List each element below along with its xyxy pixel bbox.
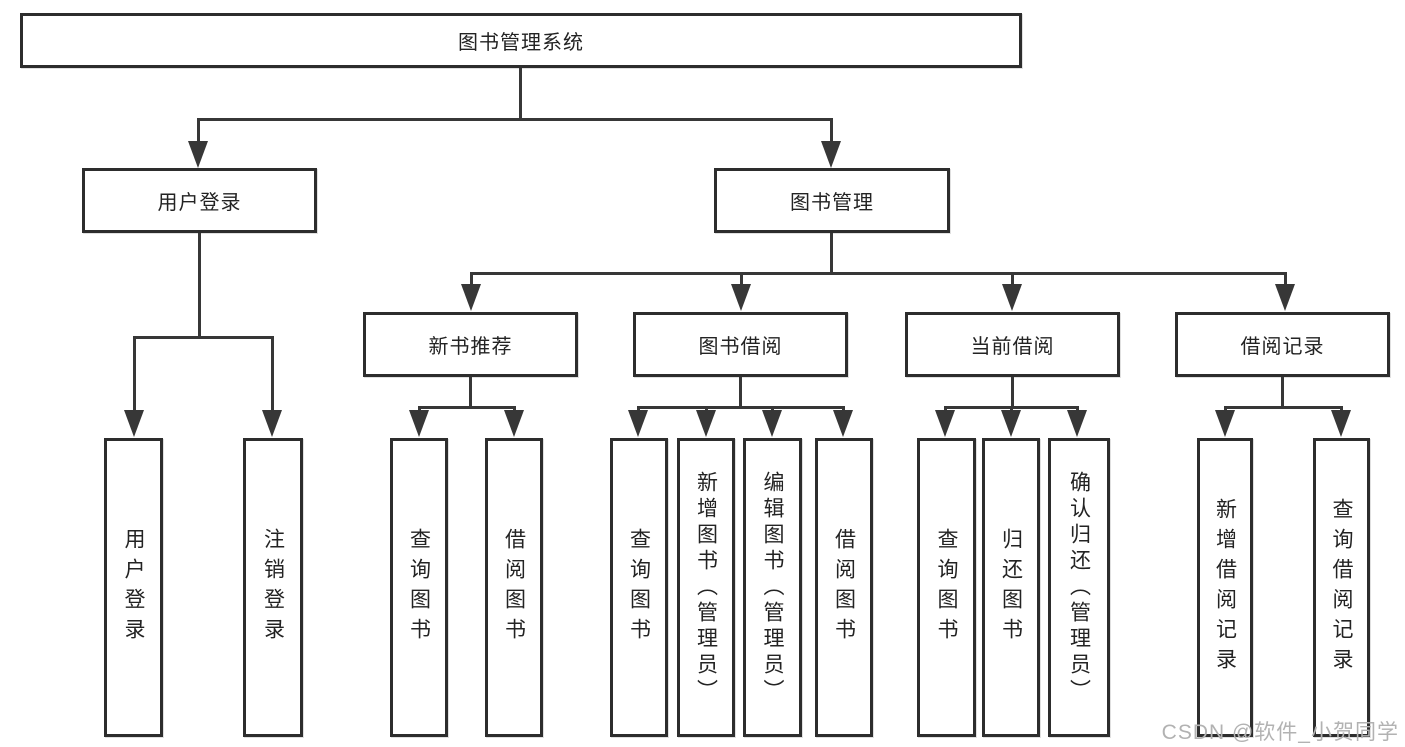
connector-line (1224, 406, 1343, 409)
arrowhead-down-icon (833, 410, 853, 437)
node-user-login-label: 用户登录 (157, 192, 242, 214)
arrowhead-down-icon (1215, 410, 1235, 437)
leaf-add-borrow-record-label: 新增借阅记录 (1213, 497, 1237, 678)
connector-line (637, 406, 845, 409)
connector-line (740, 272, 743, 288)
leaf-borrow-book: 借阅图书 (815, 438, 873, 737)
arrowhead-down-icon (262, 410, 282, 437)
arrowhead-down-icon (1002, 284, 1022, 311)
arrowhead-down-icon (1067, 410, 1087, 437)
arrowhead-down-icon (124, 410, 144, 437)
connector-line (133, 336, 136, 414)
leaf-query-book-borrow-label: 查询图书 (627, 527, 651, 648)
node-user-login: 用户登录 (82, 168, 317, 233)
arrowhead-down-icon (731, 284, 751, 311)
arrowhead-down-icon (628, 410, 648, 437)
leaf-logout: 注销登录 (243, 438, 303, 737)
node-book-mgmt-label: 图书管理 (790, 192, 874, 214)
leaf-edit-book: 编辑图书（管理员） (743, 438, 802, 737)
node-book-borrow-label: 图书借阅 (698, 336, 783, 358)
leaf-logout-label: 注销登录 (261, 527, 285, 648)
arrowhead-down-icon (409, 410, 429, 437)
leaf-query-book-rec: 查询图书 (390, 438, 448, 737)
leaf-confirm-return-label: 确认归还（管理员） (1067, 470, 1091, 705)
connector-line (1011, 377, 1014, 409)
connector-line (133, 336, 274, 339)
arrowhead-down-icon (1331, 410, 1351, 437)
arrowhead-down-icon (461, 284, 481, 311)
connector-line (1281, 377, 1284, 409)
arrowhead-down-icon (188, 141, 208, 168)
connector-line (739, 377, 742, 409)
leaf-edit-book-label: 编辑图书（管理员） (761, 470, 784, 705)
leaf-borrow-book-rec: 借阅图书 (485, 438, 543, 737)
leaf-query-book-current-label: 查询图书 (935, 527, 958, 648)
arrowhead-down-icon (1275, 284, 1295, 311)
connector-line (418, 406, 516, 409)
connector-line (198, 233, 201, 339)
arrowhead-down-icon (762, 410, 782, 437)
leaf-query-borrow-record: 查询借阅记录 (1313, 438, 1370, 737)
leaf-query-book-current: 查询图书 (917, 438, 976, 737)
leaf-confirm-return: 确认归还（管理员） (1048, 438, 1110, 737)
node-borrow-records-label: 借阅记录 (1240, 336, 1325, 358)
connector-line (271, 336, 274, 414)
leaf-add-book-label: 新增图书（管理员） (694, 470, 718, 705)
connector-line (830, 233, 833, 275)
connector-line (197, 118, 200, 146)
leaf-return-book-label: 归还图书 (999, 527, 1023, 648)
node-root: 图书管理系统 (20, 13, 1022, 68)
leaf-query-book-borrow: 查询图书 (610, 438, 668, 737)
arrowhead-down-icon (821, 141, 841, 168)
connector-line (469, 377, 472, 409)
leaf-user-login-label: 用户登录 (122, 527, 145, 648)
node-new-book-rec-label: 新书推荐 (428, 336, 513, 358)
arrowhead-down-icon (504, 410, 524, 437)
leaf-add-borrow-record: 新增借阅记录 (1197, 438, 1253, 737)
node-current-borrow-label: 当前借阅 (970, 336, 1055, 358)
leaf-query-book-rec-label: 查询图书 (407, 527, 431, 648)
connector-line (1284, 272, 1287, 288)
node-book-mgmt: 图书管理 (714, 168, 950, 233)
connector-line (197, 118, 833, 121)
leaf-borrow-book-label: 借阅图书 (832, 527, 856, 648)
connector-line (519, 68, 522, 121)
leaf-return-book: 归还图书 (982, 438, 1040, 737)
arrowhead-down-icon (1001, 410, 1021, 437)
node-book-borrow: 图书借阅 (633, 312, 848, 377)
arrowhead-down-icon (935, 410, 955, 437)
connector-line (1011, 272, 1014, 288)
connector-line (470, 272, 473, 288)
leaf-query-borrow-record-label: 查询借阅记录 (1330, 497, 1353, 678)
connector-line (830, 118, 833, 146)
arrowhead-down-icon (696, 410, 716, 437)
leaf-borrow-book-rec-label: 借阅图书 (502, 527, 526, 648)
node-borrow-records: 借阅记录 (1175, 312, 1390, 377)
csdn-watermark: CSDN @软件_小贺同学 (1161, 721, 1399, 744)
node-new-book-rec: 新书推荐 (363, 312, 578, 377)
node-root-label: 图书管理系统 (458, 32, 584, 54)
leaf-user-login: 用户登录 (104, 438, 163, 737)
node-current-borrow: 当前借阅 (905, 312, 1120, 377)
leaf-add-book: 新增图书（管理员） (677, 438, 735, 737)
connector-line (470, 272, 1287, 275)
